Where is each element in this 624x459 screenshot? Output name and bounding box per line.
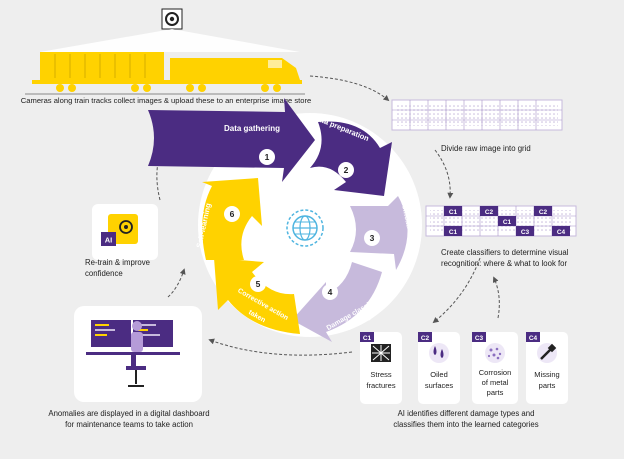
cameras-caption: Cameras along train tracks collect image… [21,96,311,105]
damage-label-line2: of metal [482,378,509,387]
grid-class-tag: C2 [534,206,552,216]
damage-label-line1: Corrosion [479,368,512,377]
oil-drops-icon [429,343,449,363]
person-at-workstation-icon [86,320,180,387]
dashboard-caption-line1: Anomalies are displayed in a digital das… [48,409,209,418]
step-5-arrow [214,258,300,334]
damage-type-card: C2 Oiled surfaces [418,332,460,404]
damage-type-card: C3 Corrosion of metal parts [472,332,518,404]
retrain-card: AI [92,204,158,260]
step-4-badge [322,284,338,300]
step-5-number: 5 [256,279,261,289]
step-6-number: 6 [230,209,235,219]
stress-fracture-icon [371,344,391,362]
grid-class-tag-label: C4 [557,229,566,236]
grid-caption: Divide raw image into grid [441,144,531,153]
step-1-badge [259,149,275,165]
train-illustration [25,52,305,95]
grid-class-tag-label: C2 [539,209,548,216]
damage-label-line1: Oiled [430,370,448,379]
grid-image [391,99,563,131]
step-1-number: 1 [265,152,270,162]
classifiers-caption-line2: recognition: where & what to look for [441,259,568,268]
ai-caption-line2: classifies them into the learned categor… [393,420,538,429]
classifiers-caption-line1: Create classifiers to determine visual [441,248,569,257]
damage-code: C4 [529,335,538,342]
connector-damage-to-classifiers [492,276,500,319]
ai-caption-line1: AI identifies different damage types and [398,409,535,418]
grid-class-tag: C1 [444,226,462,236]
damage-label-line1: Stress [370,370,392,379]
damage-code: C3 [475,335,484,342]
grid-class-tag: C3 [516,226,534,236]
camera-field-of-view [40,29,300,52]
missing-bolt-icon [537,343,557,363]
classified-grid: C1 C2 C1 C2 C1 C3 C4 [425,205,577,237]
grid-class-tag-label: C3 [521,229,530,236]
cycle-diagram: 1 Data gathering 2 Data preparation 3 Cl… [148,98,422,342]
step-3-number: 3 [370,233,375,243]
damage-label-line1: Missing [534,370,559,379]
step-3-badge [364,230,380,246]
step-5-badge [250,276,266,292]
retrain-caption-line1: Re-train & improve [85,258,150,267]
dashboard-card [74,306,202,402]
corrosion-icon [485,343,505,363]
globe-hub-icon [286,209,324,247]
dashboard-caption-line2: for maintenance teams to take action [65,420,193,429]
connector-train-to-grid [309,75,390,102]
camera-icon [161,8,183,30]
grid-class-tag-label: C2 [485,209,494,216]
connector-dashboard-to-retrain [167,268,186,298]
retrain-caption-line2: confidence [85,269,123,278]
connector-classifiers-to-damage [432,257,481,324]
grid-class-tag-label: C1 [503,219,512,226]
step-4-number: 4 [328,287,333,297]
ai-camera-icon: AI [101,214,138,246]
damage-type-card: C4 Missing parts [526,332,568,404]
ai-badge: AI [105,236,113,245]
grid-class-tag: C2 [480,206,498,216]
step-3-arrow [350,196,408,270]
step-2-number: 2 [344,165,349,175]
grid-class-tag-label: C1 [449,229,458,236]
grid-class-tag: C1 [498,216,516,226]
damage-label-line2: parts [539,381,556,390]
damage-label-line2: surfaces [425,381,454,390]
connector-damage-to-dashboard [208,338,353,356]
damage-label-line3: parts [487,388,504,397]
damage-label-line2: fractures [366,381,395,390]
step-2-arrow [310,121,392,196]
step-6-badge [224,206,240,222]
grid-class-tag: C1 [444,206,462,216]
damage-code: C2 [421,335,430,342]
damage-type-card: C1 Stress fractures [360,332,402,404]
step-2-badge [338,162,354,178]
step-1-label: Data gathering [224,124,280,133]
step-4-arrow [292,262,382,342]
connector-grid-to-classifiers [434,149,454,199]
grid-class-tag-label: C1 [449,209,458,216]
grid-class-tag: C4 [552,226,570,236]
damage-code: C1 [363,335,372,342]
